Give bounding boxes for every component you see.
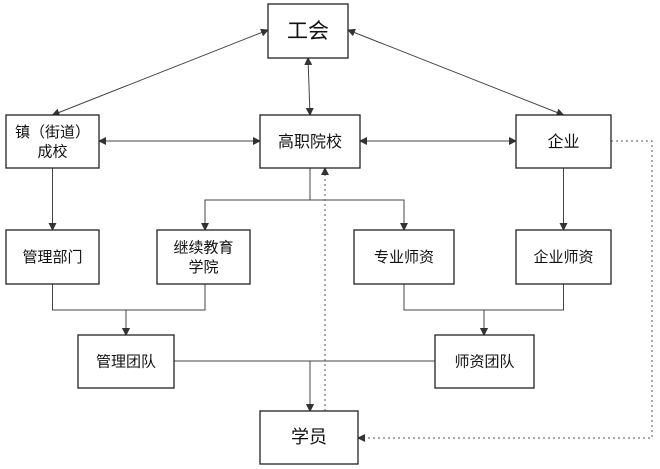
node-label-students: 学员 xyxy=(291,427,327,448)
edge-enterprise-teachers-to-teacher-team xyxy=(480,284,564,336)
node-box-management-team xyxy=(77,334,175,389)
edge-vocational-college-to-professional-teachers xyxy=(309,168,408,231)
node-label-continuing-edu: 学院 xyxy=(188,258,218,276)
node-box-enterprise-teachers xyxy=(515,229,612,285)
node-union: 工会 xyxy=(267,3,349,59)
node-box-students xyxy=(259,410,359,465)
node-box-teacher-team xyxy=(434,334,535,389)
edge-enterprise-to-students xyxy=(357,140,653,442)
node-label-teacher-team: 师资团队 xyxy=(454,353,514,371)
node-teacher-team: 师资团队 xyxy=(434,334,535,389)
node-professional-teachers: 专业师资 xyxy=(353,229,455,285)
edges-layer xyxy=(48,28,653,442)
node-town-school: 镇（街道）成校 xyxy=(5,114,100,169)
node-box-continuing-edu xyxy=(156,229,251,285)
edge-union-to-town-school xyxy=(51,28,269,117)
edge-professional-teachers-to-teacher-team xyxy=(403,284,488,336)
edge-union-to-enterprise xyxy=(347,28,565,117)
node-label-town-school: 成校 xyxy=(37,142,67,160)
edge-vocational-college-to-continuing-edu xyxy=(201,168,311,231)
edge-teacher-team-to-students xyxy=(306,360,435,412)
node-box-town-school xyxy=(5,114,100,169)
node-vocational-college: 高职院校 xyxy=(259,114,361,169)
edge-management-dept-to-management-team xyxy=(52,284,130,336)
node-label-union: 工会 xyxy=(287,19,329,43)
node-label-management-dept: 管理部门 xyxy=(22,248,82,266)
node-students: 学员 xyxy=(259,410,359,465)
node-box-management-dept xyxy=(5,229,100,285)
node-label-town-school: 镇（街道） xyxy=(15,123,90,141)
node-label-management-team: 管理团队 xyxy=(96,353,156,371)
node-box-union xyxy=(267,3,349,59)
node-label-continuing-edu: 继续教育 xyxy=(173,238,233,256)
node-label-enterprise: 企业 xyxy=(547,132,579,151)
node-management-dept: 管理部门 xyxy=(5,229,100,285)
edge-union-to-vocational-college xyxy=(304,57,314,116)
node-box-vocational-college xyxy=(259,114,361,169)
edge-management-team-to-students xyxy=(174,360,314,412)
node-label-enterprise-teachers: 企业师资 xyxy=(533,248,593,266)
node-enterprise-teachers: 企业师资 xyxy=(515,229,612,285)
node-label-vocational-college: 高职院校 xyxy=(278,132,342,151)
node-enterprise: 企业 xyxy=(515,114,612,169)
node-box-professional-teachers xyxy=(353,229,455,285)
node-management-team: 管理团队 xyxy=(77,334,175,389)
node-label-professional-teachers: 专业师资 xyxy=(374,248,434,266)
node-box-enterprise xyxy=(515,114,612,169)
edge-continuing-edu-to-management-team xyxy=(122,284,206,336)
